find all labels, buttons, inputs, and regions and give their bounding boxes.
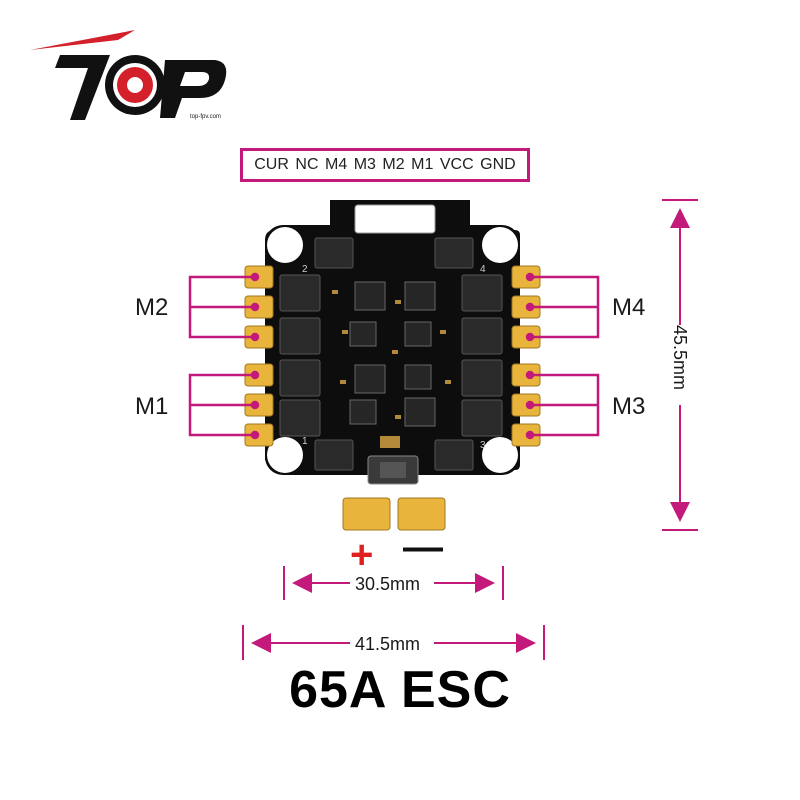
minus-symbol: — xyxy=(403,525,443,569)
label-m2: M2 xyxy=(135,294,168,321)
label-m3: M3 xyxy=(612,393,645,420)
logo-url: top-fpv.com xyxy=(190,114,221,120)
plus-symbol: + xyxy=(350,533,373,577)
right-motor-pads xyxy=(511,265,541,447)
pin-gnd: GND xyxy=(480,156,516,173)
pin-m3: M3 xyxy=(353,156,376,173)
outer-width-label: 41.5mm xyxy=(355,634,420,654)
pin-vcc: VCC xyxy=(439,156,474,173)
label-m4: M4 xyxy=(612,294,645,321)
pin-m4: M4 xyxy=(324,156,348,173)
pin-nc: NC xyxy=(295,156,319,173)
label-m1: M1 xyxy=(135,393,168,420)
left-leader-lines xyxy=(188,272,260,440)
hole-label-4: 4 xyxy=(480,264,486,275)
hole-label-1: 1 xyxy=(302,436,308,447)
top-logo: top-fpv.com xyxy=(30,30,227,120)
battery-pads: + − xyxy=(342,481,446,531)
inner-width-label: 30.5mm xyxy=(355,574,420,594)
product-title: 65A ESC xyxy=(289,661,511,719)
pad-plus-mark: + xyxy=(355,481,364,498)
hole-label-2: 2 xyxy=(302,264,308,275)
pin-m1: M1 xyxy=(411,156,434,173)
height-label: 45.5mm xyxy=(670,325,690,390)
right-leader-lines xyxy=(525,272,600,440)
pad-minus-mark: − xyxy=(420,481,429,498)
pin-header-box: CUR NC M4 M3 M2 M1 VCC GND xyxy=(240,148,530,182)
esc-board: 2 4 1 3 xyxy=(265,200,520,485)
pin-cur: CUR xyxy=(254,156,289,173)
pin-m2: M2 xyxy=(382,156,405,173)
hole-label-3: 3 xyxy=(480,440,486,451)
